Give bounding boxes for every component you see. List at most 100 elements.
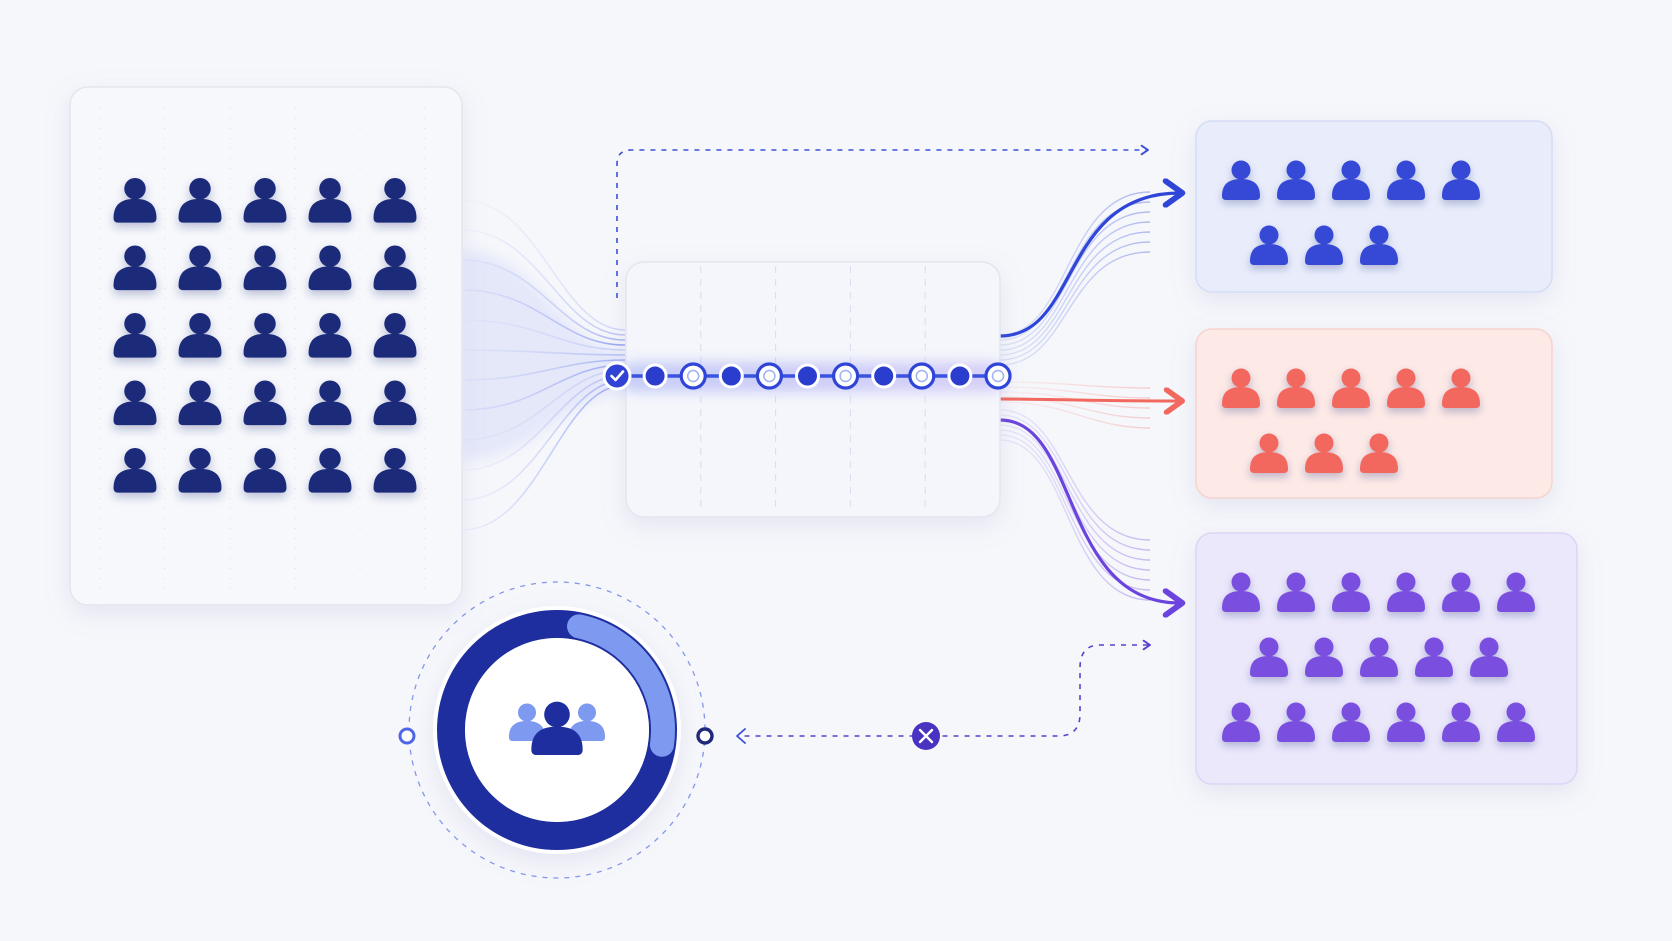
checkpoint-node (984, 362, 1012, 390)
person-icon-main (531, 701, 583, 755)
checkpoint-node (679, 362, 707, 390)
checkpoint-node (718, 363, 744, 389)
person-icon (1415, 637, 1453, 677)
bypass-dashed-arrow (616, 144, 1149, 298)
person-icon (373, 312, 417, 358)
icons-layer (113, 160, 1535, 742)
person-icon (308, 312, 352, 358)
person-icon (1442, 160, 1480, 200)
person-icon (1332, 160, 1370, 200)
person-icon (308, 245, 352, 291)
inflow-glow (462, 250, 625, 460)
checkpoint-node (642, 363, 668, 389)
person-icon (1442, 368, 1480, 408)
orbit-node-right (696, 727, 714, 745)
person-icon (1222, 572, 1260, 612)
person-icon (1332, 702, 1370, 742)
outflow-line-blue (999, 231, 1151, 356)
person-icon (243, 380, 287, 426)
close-icon[interactable] (912, 722, 940, 750)
person-icon (373, 245, 417, 291)
checkpoint-node (908, 362, 936, 390)
feedback-dashed-link (737, 644, 1148, 737)
pipeline-layer (602, 361, 1012, 392)
person-icon (1222, 160, 1260, 200)
person-icon (113, 447, 157, 493)
checkpoint-complete (602, 361, 632, 391)
person-icon (113, 380, 157, 426)
person-icon (1332, 572, 1370, 612)
person-icon (1250, 433, 1288, 473)
checkpoint-node (795, 363, 820, 389)
inflow-line (461, 229, 626, 336)
segment-blue-card (1195, 120, 1553, 293)
outflow-line-coral (999, 381, 1151, 389)
check-icon (610, 370, 625, 382)
person-icon (1332, 368, 1370, 408)
person-icon (243, 245, 287, 291)
person-icon (113, 177, 157, 223)
person-icon (1305, 225, 1343, 265)
ring-accent-arc (567, 614, 675, 757)
person-icon (308, 447, 352, 493)
person-icon (1387, 702, 1425, 742)
person-icon (1360, 433, 1398, 473)
person-icon (373, 177, 417, 223)
outflow-line-violet (999, 414, 1151, 551)
person-icon (1250, 637, 1288, 677)
person-icon (1305, 433, 1343, 473)
person-icon (1442, 572, 1480, 612)
checkpoint-node (871, 363, 897, 389)
person-icon (1250, 225, 1288, 265)
ring-layer (398, 581, 940, 879)
outflow-line-coral (999, 386, 1151, 399)
outflow-line-violet (999, 439, 1151, 601)
person-icon (1497, 702, 1535, 742)
outflow-line-blue (999, 221, 1151, 351)
person-icon (373, 380, 417, 426)
person-icon (308, 177, 352, 223)
person-icon (113, 245, 157, 291)
person-icon (1277, 160, 1315, 200)
person-icon (178, 312, 222, 358)
outflow-line-coral (999, 401, 1151, 429)
person-icon (1277, 702, 1315, 742)
person-icon (1305, 637, 1343, 677)
outflow-line-blue (999, 241, 1151, 361)
person-icon (1277, 572, 1315, 612)
person-icon (178, 380, 222, 426)
checkpoint-node (831, 362, 860, 390)
person-icon (1387, 572, 1425, 612)
person-icon (178, 447, 222, 493)
checkpoint-node (947, 363, 973, 389)
arrow-to-segment-coral (998, 399, 1180, 401)
user-group-icon (508, 701, 606, 755)
arrow-to-segment-violet (998, 418, 1180, 603)
feedback-arrowhead-left (736, 728, 746, 744)
person-icon (1387, 368, 1425, 408)
checkpoint-node (755, 362, 784, 390)
flow-lines-layer (461, 144, 1180, 744)
outflow-line-blue (999, 211, 1151, 346)
person-icon (1360, 637, 1398, 677)
outflow-line-blue (999, 251, 1151, 366)
inflow-line (461, 199, 626, 331)
person-icon (1387, 160, 1425, 200)
person-icon (178, 177, 222, 223)
person-icon (1222, 702, 1260, 742)
person-icon (178, 245, 222, 291)
person-icon (1360, 225, 1398, 265)
person-icon (243, 447, 287, 493)
person-icon (373, 447, 417, 493)
arrow-to-segment-blue (998, 193, 1180, 338)
outflow-line-blue (999, 191, 1151, 336)
person-icon (1442, 702, 1480, 742)
person-icon (1470, 637, 1508, 677)
outflow-line-blue (999, 201, 1151, 341)
person-icon (243, 312, 287, 358)
person-icon (308, 380, 352, 426)
person-icon (1497, 572, 1535, 612)
outflow-line-violet (999, 409, 1151, 541)
